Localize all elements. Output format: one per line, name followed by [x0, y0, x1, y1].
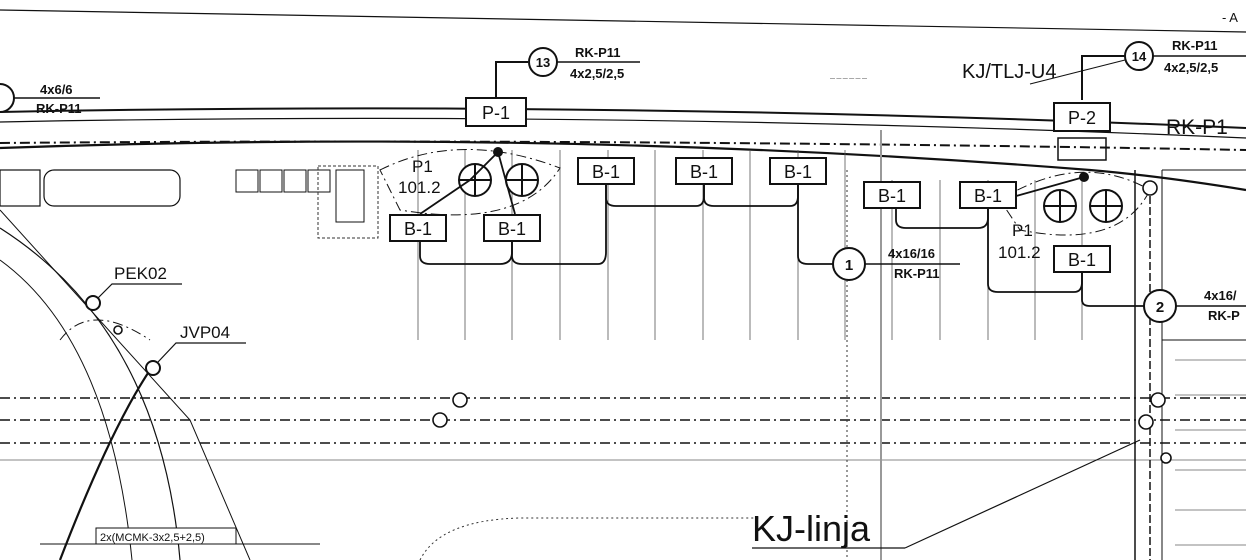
pole-right-id: P1 — [1012, 221, 1033, 240]
circuit-1-code: RK-P11 — [894, 266, 940, 281]
lamp-right-2-icon — [1089, 189, 1123, 223]
box-p1-label: P-1 — [482, 103, 510, 123]
b1-label-5: B-1 — [784, 162, 812, 182]
left-diagonal-line — [0, 209, 251, 560]
pole-left-level: 101.2 — [398, 178, 441, 197]
left-curb-curve — [0, 227, 181, 560]
pek02-leader — [97, 283, 182, 299]
jvp04-marker — [145, 360, 161, 376]
bottom-cable-label: 2x(MCMK-3x2,5+2,5) — [100, 532, 205, 544]
left-circuit-partial — [0, 83, 15, 113]
b1-label-8: B-1 — [1068, 250, 1096, 270]
kj-linja-leader — [904, 439, 1141, 549]
pek02-marker — [85, 295, 101, 311]
left-cable-size: 4x6/6 — [40, 82, 73, 97]
vertical-dotted-guide — [880, 130, 882, 560]
b1-label-7: B-1 — [974, 186, 1002, 206]
circuit-14-code: RK-P11 — [1172, 38, 1218, 53]
pole-base-rect — [1057, 137, 1107, 161]
circuit-13-number: 13 — [536, 55, 550, 70]
circuit-14-size: 4x2,5/2,5 — [1164, 60, 1218, 75]
jvp04-leader — [157, 342, 246, 363]
kj-linja-label: KJ-linja — [752, 508, 871, 549]
left-dash-arc — [59, 319, 151, 341]
pole-right-dash-area — [999, 171, 1151, 236]
circuit-2-size: 4x16/ — [1204, 288, 1237, 303]
circuit-2-number: 2 — [1156, 299, 1164, 316]
b1-wiring — [419, 151, 1146, 307]
pole-left-id: P1 — [412, 157, 433, 176]
circuit-14-leader — [1081, 55, 1125, 100]
circuit-13-code: RK-P11 — [575, 45, 621, 60]
node-circles — [113, 180, 1172, 464]
corner-mark: - A — [1222, 10, 1238, 25]
lamp-left-2-icon — [505, 163, 539, 197]
jvp04-label: JVP04 — [180, 323, 230, 342]
box-p2-label: P-2 — [1068, 108, 1096, 128]
b1-label-1: B-1 — [404, 219, 432, 239]
b1-boxes: B-1 B-1 B-1 B-1 B-1 B-1 B-1 B-1 — [389, 157, 1111, 273]
b1-label-4: B-1 — [690, 162, 718, 182]
left-cable-code: RK-P11 — [36, 101, 82, 116]
circuit-13-leader — [495, 61, 528, 98]
box-p2 — [1053, 102, 1111, 132]
tiny-note: — — — — — — — [830, 76, 867, 82]
main-cable-line — [0, 140, 1246, 192]
b1-label-2: B-1 — [498, 219, 526, 239]
box-p1 — [465, 97, 527, 127]
b1-label-6: B-1 — [878, 186, 906, 206]
circuit-14-number: 14 — [1132, 49, 1147, 64]
kj-linja-dotted-route — [419, 517, 760, 560]
b1-label-3: B-1 — [592, 162, 620, 182]
circuit-1-size: 4x16/16 — [888, 246, 935, 261]
right-building-edge — [1134, 169, 1246, 560]
pole-left-dash-area — [379, 149, 561, 216]
pek02-label: PEK02 — [114, 264, 167, 283]
circuit-13-size: 4x2,5/2,5 — [570, 66, 624, 81]
lamp-right-1-icon — [1043, 189, 1077, 223]
left-curb-inner — [0, 259, 133, 560]
circuit-2-code: RK-P — [1208, 308, 1240, 323]
kj-tlj-label: KJ/TLJ-U4 — [962, 61, 1056, 83]
cable-route-dashed — [0, 140, 1246, 151]
left-equipment — [0, 165, 379, 239]
top-border-line — [0, 9, 1246, 33]
circuit-1-number: 1 — [845, 257, 853, 274]
pole-right-level: 101.2 — [998, 243, 1041, 262]
lamp-left-1-icon — [458, 163, 492, 197]
left-cable-curve — [58, 369, 151, 560]
kj-tlj-leader — [1029, 59, 1126, 85]
rk-p1-label: RK-P1 — [1166, 116, 1228, 139]
